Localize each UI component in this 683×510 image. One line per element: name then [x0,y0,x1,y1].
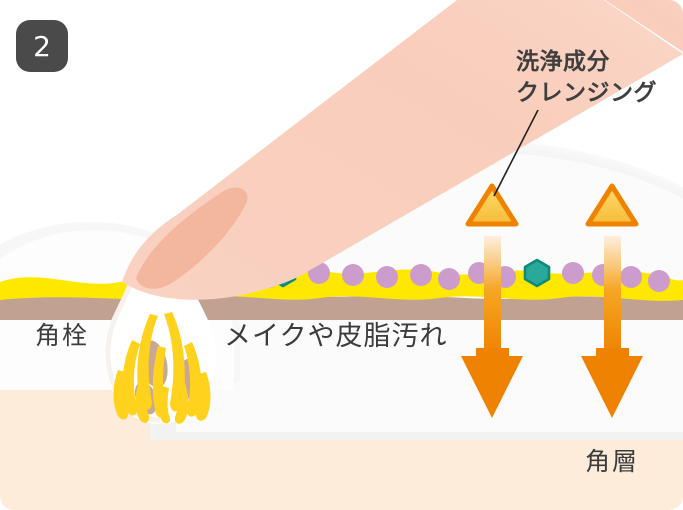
cleanser-particle-hexagon [522,258,552,288]
fingertip-pad [136,187,248,289]
sebum-particle-dot [342,264,364,286]
keratin-plug-label: 角栓 [35,321,90,350]
step-number-badge: 2 [16,20,68,72]
callout-label-line1: 洗浄成分 [516,49,610,75]
sebum-particle-dot [376,266,398,288]
callout-label: 洗浄成分 クレンジング [516,48,657,109]
makeup-sebum-label: メイクや皮脂汚れ [224,321,448,352]
stratum-corneum-label: 角層 [585,447,640,476]
sebum-particle-dot [410,264,432,286]
keratin-strands [113,312,211,424]
finger-body [122,0,683,300]
pore-keratin-plug [103,262,217,424]
cleanser-arrow-left [461,183,523,418]
sebum-particle-dot [438,268,460,290]
callout-label-line2: クレンジング [516,80,657,107]
cleanser-arrow-right [581,183,643,418]
sebum-particle-dot [620,266,642,288]
sebum-particle-dot [562,262,584,284]
sebum-particle-dot [648,270,670,292]
